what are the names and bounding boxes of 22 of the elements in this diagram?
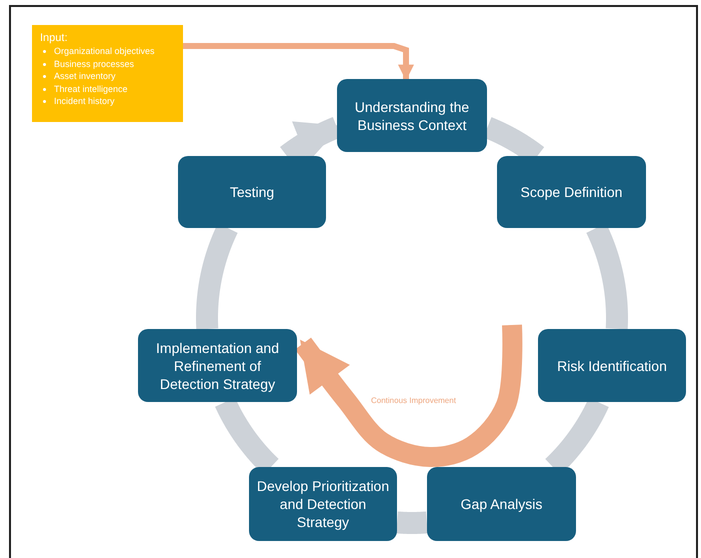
list-item: Incident history <box>54 96 115 106</box>
box-label: Testing <box>230 183 274 201</box>
list-item: Business processes <box>54 58 134 68</box>
process-box <box>538 329 686 402</box>
box-label: Scope Definition <box>520 183 622 201</box>
box-label: Implementation and Refinement of Detection Strategy <box>155 338 280 392</box>
process-box <box>497 156 646 228</box>
box-label: Develop Prioritization and Detection Strategy <box>256 477 390 531</box>
list-item: Threat intelligence <box>54 84 128 94</box>
box-label: Gap Analysis <box>460 495 542 513</box>
list-item: Asset inventory <box>54 71 116 81</box>
panel-heading: Input: <box>40 31 69 45</box>
process-box <box>178 156 326 228</box>
input-panel <box>32 25 183 122</box>
process-box <box>138 329 297 402</box>
box-label: Risk Identification <box>557 356 667 374</box>
edge-label: Continous Improvement <box>370 396 457 405</box>
list-item: Organizational objectives <box>54 46 155 56</box>
box-label: Understanding the Business Context <box>354 98 470 134</box>
process-box <box>249 467 397 541</box>
process-box <box>427 467 576 541</box>
process-box <box>337 79 487 152</box>
